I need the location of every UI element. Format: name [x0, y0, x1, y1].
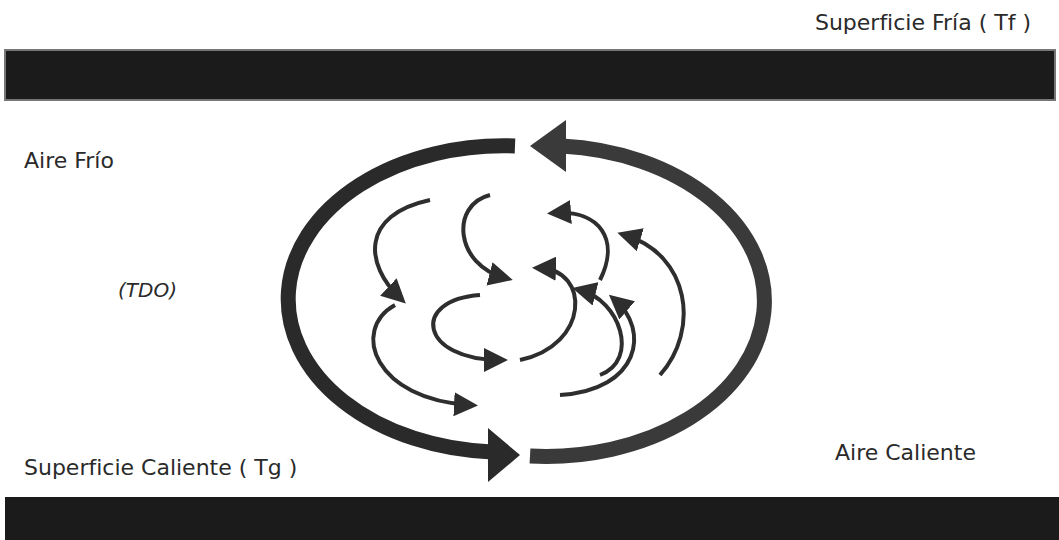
text-label: Superficie Fría ( Tf ): [815, 10, 1031, 36]
text-label: (TDO): [118, 278, 177, 302]
text-label: Aire Caliente: [835, 440, 976, 466]
arrowhead: [488, 428, 520, 482]
large-flow-arrow: [288, 146, 515, 452]
hot-surface-bar: [5, 497, 1059, 540]
cold-surface-bar: [5, 50, 1055, 100]
text-label: Aire Frío: [24, 148, 114, 174]
large-flow-arrow: [530, 146, 764, 456]
arrowhead: [530, 120, 566, 172]
text-label: Superficie Caliente ( Tg ): [24, 455, 297, 481]
small-eddies: [373, 195, 683, 405]
